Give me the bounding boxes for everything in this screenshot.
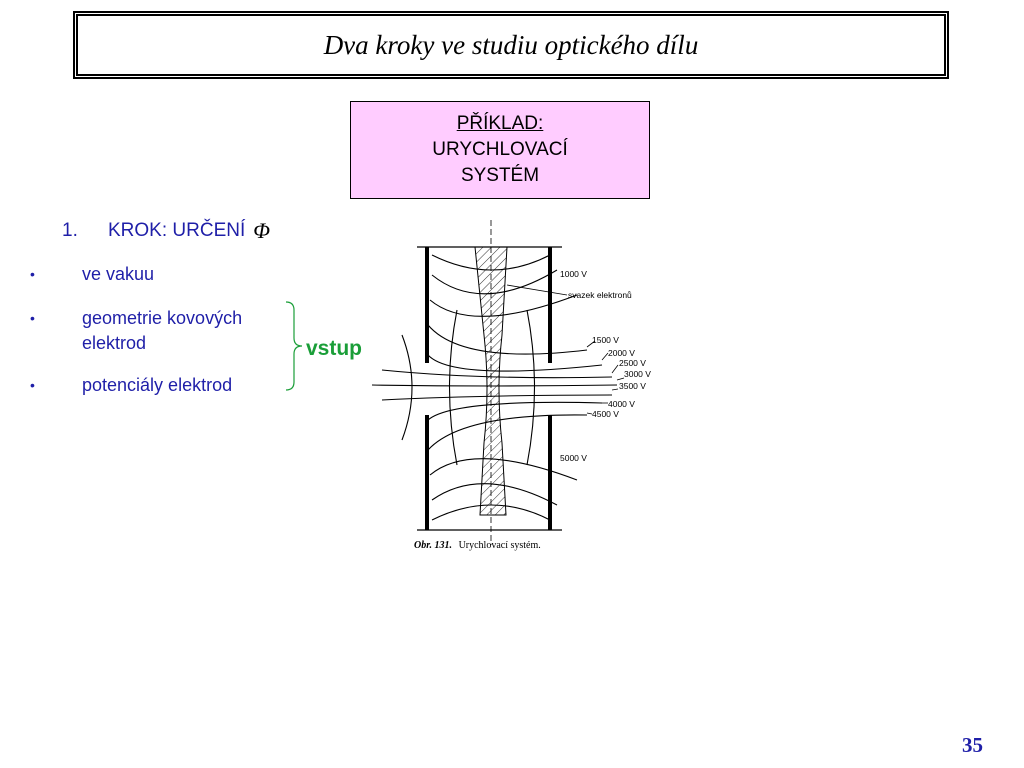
bullet-dot: •	[30, 310, 35, 326]
label-3000v: 3000 V	[624, 369, 651, 379]
example-line-3: SYSTÉM	[460, 165, 540, 186]
input-label: vstup	[306, 337, 363, 360]
electron-beam	[474, 246, 508, 516]
label-1500v: 1500 V	[592, 335, 619, 345]
accelerator-figure: 1000 V svazek elektronů 1500 V 2000 V 25…	[371, 220, 651, 551]
label-beam: svazek elektronů	[568, 290, 632, 300]
label-2000v: 2000 V	[608, 348, 635, 358]
figure-caption: Obr. 131. Urychlovací systém.	[414, 540, 541, 551]
label-1000v: 1000 V	[560, 269, 587, 279]
example-label: PŘÍKLAD:	[456, 113, 544, 134]
bullet-dot: •	[30, 266, 35, 282]
label-4000v: 4000 V	[608, 399, 635, 409]
page-number: 35	[962, 733, 983, 757]
example-line-2: URYCHLOVACÍ	[432, 139, 568, 160]
example-box: PŘÍKLAD: URYCHLOVACÍ SYSTÉM	[350, 101, 650, 199]
title-frame: Dva kroky ve studiu optického dílu	[73, 11, 949, 79]
label-4500v: 4500 V	[592, 409, 619, 419]
label-2500v: 2500 V	[619, 358, 646, 368]
slide-title: Dva kroky ve studiu optického dílu	[323, 29, 699, 60]
step-number: 1.	[62, 220, 78, 241]
phi-symbol: Φ	[253, 218, 270, 243]
label-3500v: 3500 V	[619, 381, 646, 391]
bullet-dot: •	[30, 377, 35, 393]
curly-brace	[285, 301, 303, 391]
bullet-text: potenciály elektrod	[82, 375, 233, 395]
label-5000v: 5000 V	[560, 453, 587, 463]
bullet-text: elektrod	[82, 333, 147, 353]
electrode-plates	[425, 247, 552, 530]
step-label: KROK: URČENÍ	[108, 220, 246, 241]
bullet-text: geometrie kovových	[82, 308, 243, 328]
bullet-text: ve vakuu	[82, 264, 155, 284]
step-heading: 1. KROK: URČENÍ Φ	[62, 218, 270, 244]
